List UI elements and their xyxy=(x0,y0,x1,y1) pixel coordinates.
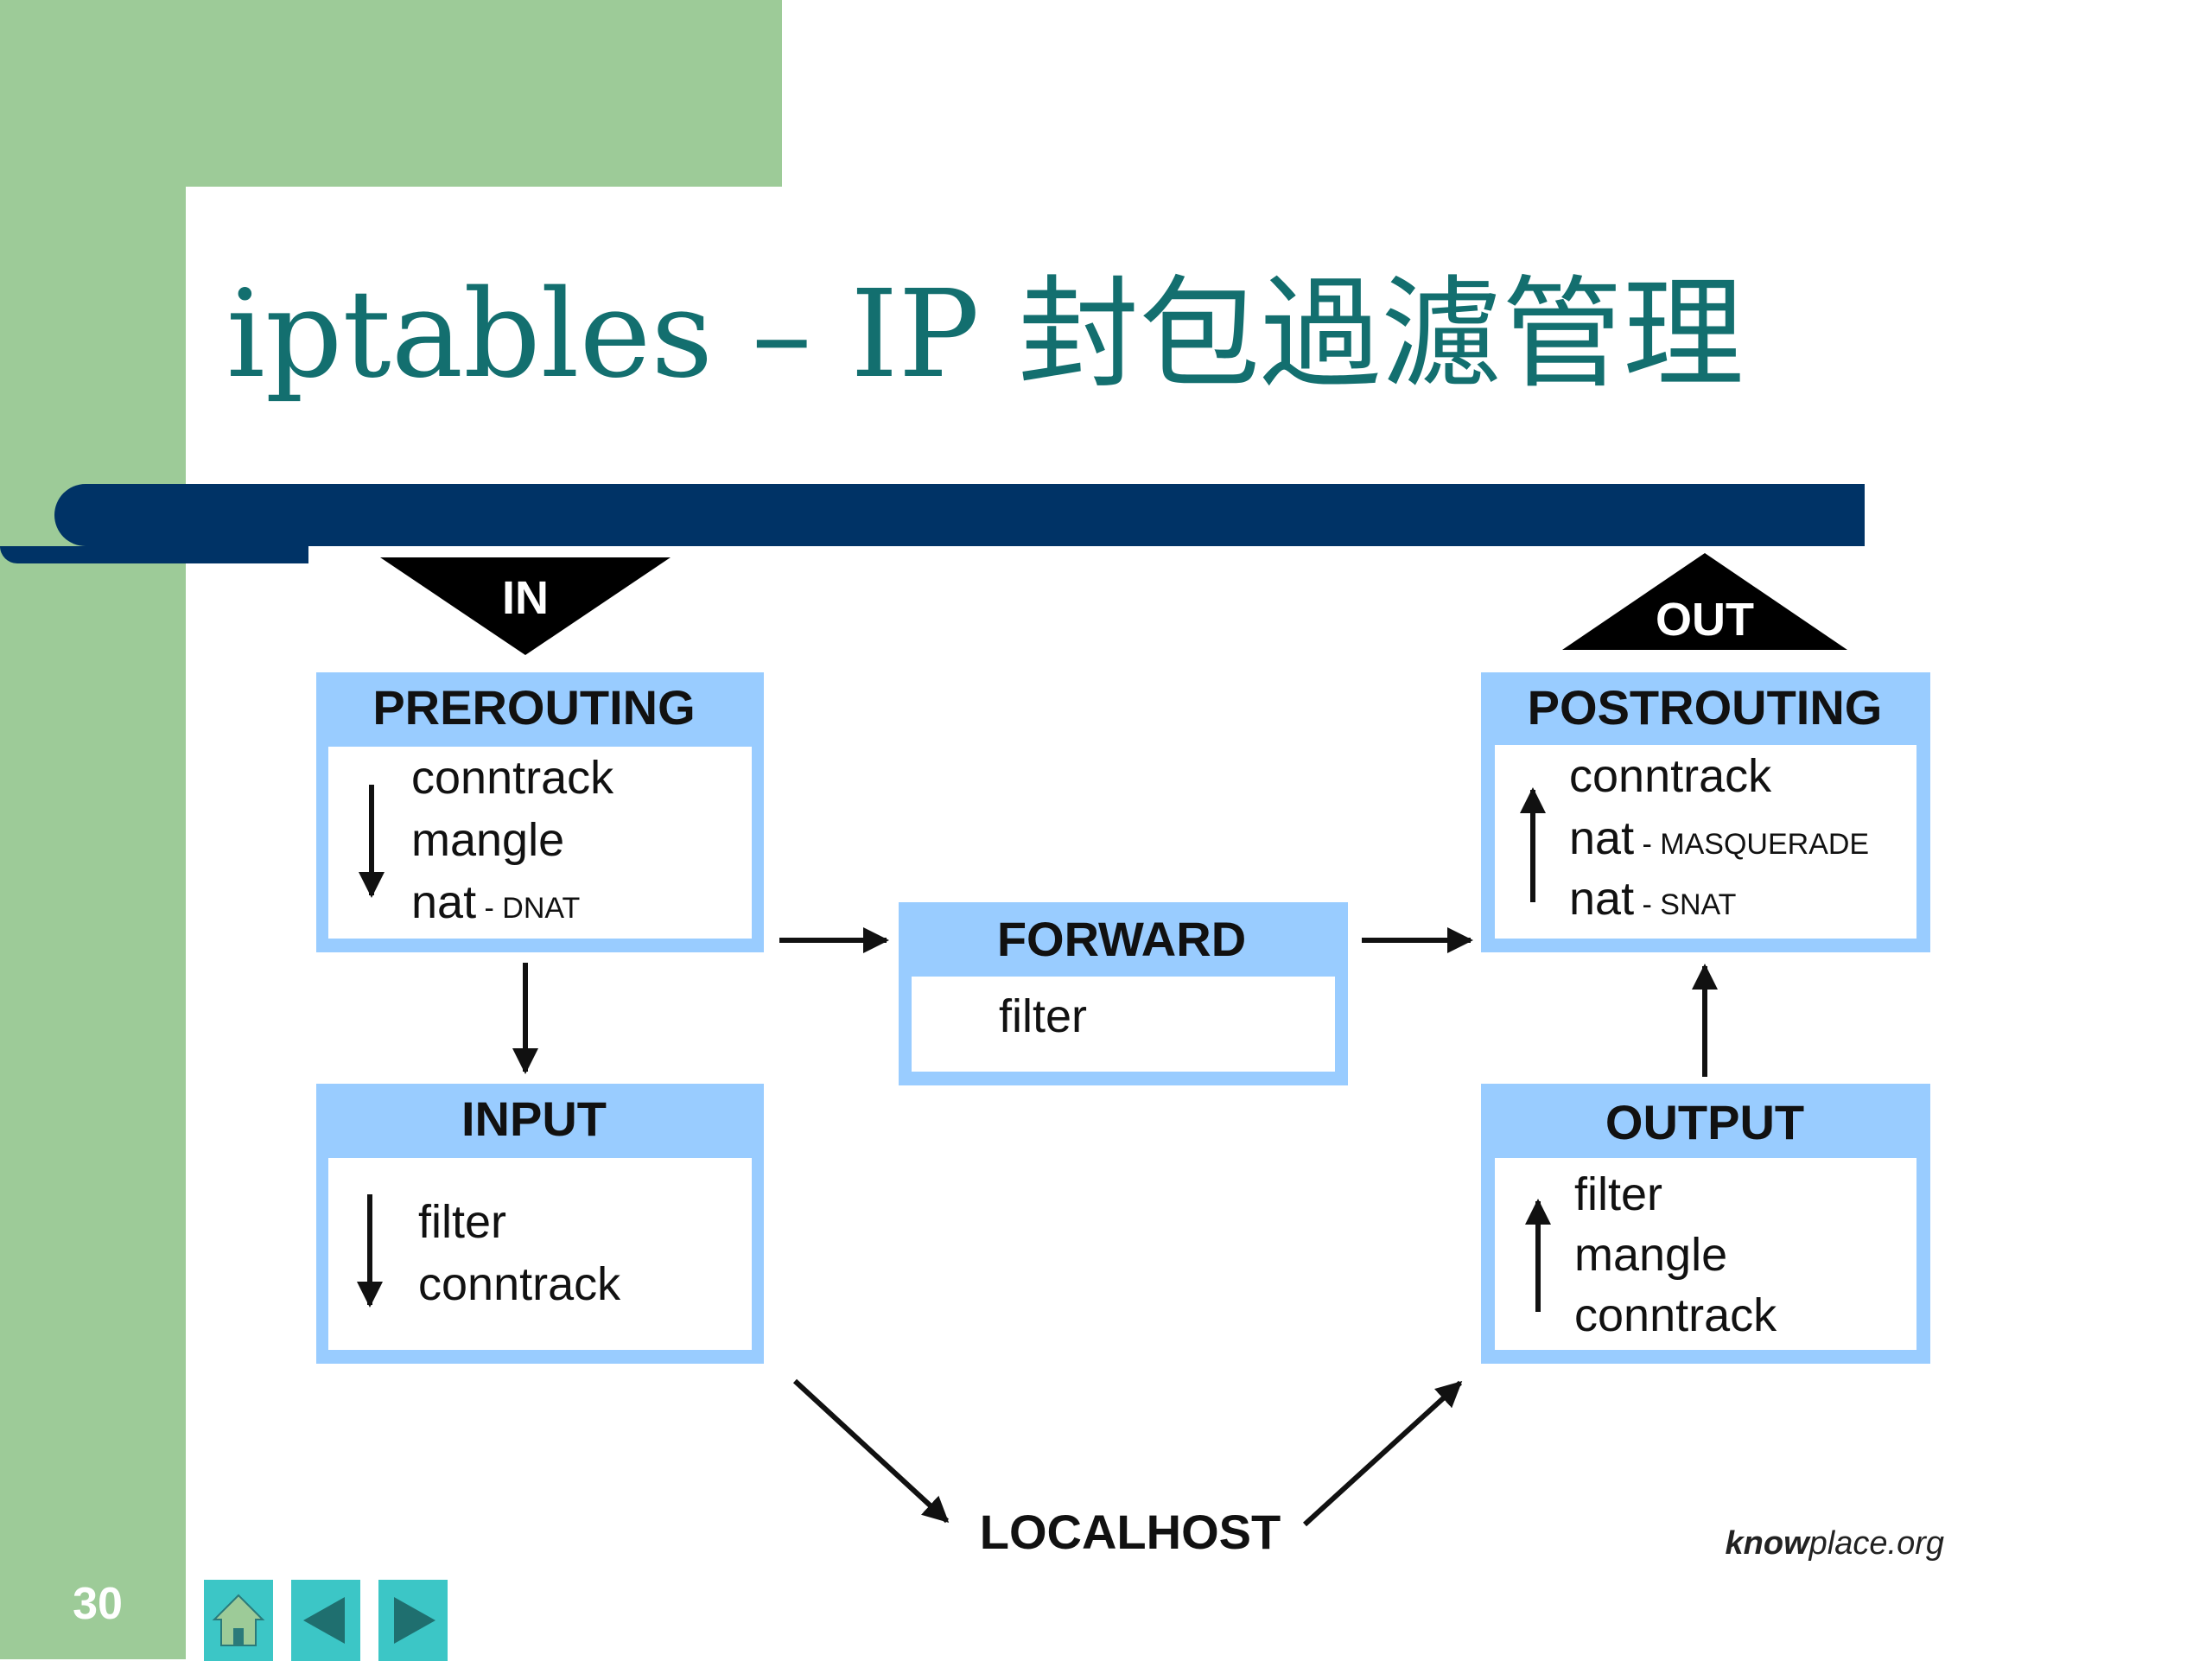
output-title: OUTPUT xyxy=(1605,1095,1804,1149)
postrouting-title: POSTROUTING xyxy=(1528,680,1883,735)
prerouting-box: PREROUTING conntrack mangle nat - DNAT xyxy=(316,672,764,952)
localhost-label: LOCALHOST xyxy=(980,1505,1281,1559)
postrouting-item: nat xyxy=(1569,812,1634,864)
out-label: OUT xyxy=(1656,594,1754,646)
prerouting-item: nat xyxy=(411,876,476,928)
output-item: conntrack xyxy=(1574,1289,1777,1341)
arrow-left-icon xyxy=(303,1597,345,1644)
title-rule-tail xyxy=(0,546,308,563)
forward-box: FORWARD filter xyxy=(899,902,1348,1085)
home-icon xyxy=(212,1594,265,1646)
in-triangle: IN xyxy=(380,557,671,655)
postrouting-nat-line: nat - SNAT xyxy=(1569,873,1736,925)
arrow-localhost-to-output xyxy=(1302,1380,1463,1527)
prerouting-item: mangle xyxy=(411,814,564,866)
output-item: mangle xyxy=(1574,1229,1727,1281)
green-background-left xyxy=(0,0,186,1659)
in-label: IN xyxy=(502,572,549,624)
postrouting-nat-line: nat - MASQUERADE xyxy=(1569,812,1869,864)
prerouting-item: conntrack xyxy=(411,752,614,804)
postrouting-item: nat xyxy=(1569,873,1634,925)
title-rule xyxy=(54,484,1865,546)
forward-title: FORWARD xyxy=(997,912,1246,966)
input-title: INPUT xyxy=(461,1091,607,1146)
input-item: filter xyxy=(418,1196,506,1248)
input-item: conntrack xyxy=(418,1258,621,1310)
next-slide-button[interactable] xyxy=(378,1580,448,1661)
forward-item: filter xyxy=(999,990,1087,1042)
prerouting-nat-line: nat - DNAT xyxy=(411,876,580,928)
slide-title: iptables – IP 封包過濾管理 xyxy=(226,264,1745,405)
credit-rest: place.org xyxy=(1808,1525,1944,1562)
input-box: INPUT filter conntrack xyxy=(316,1084,764,1364)
page-number: 30 xyxy=(73,1579,123,1629)
credit-text: knowplace.org xyxy=(1726,1525,1944,1562)
previous-slide-button[interactable] xyxy=(291,1580,360,1661)
arrow-right-icon xyxy=(394,1597,435,1644)
postrouting-item: conntrack xyxy=(1569,750,1772,802)
output-box: OUTPUT filter mangle conntrack xyxy=(1481,1084,1930,1364)
credit-bold: know xyxy=(1726,1525,1812,1562)
out-triangle: OUT xyxy=(1562,553,1847,650)
postrouting-box: POSTROUTING conntrack nat - MASQUERADE n… xyxy=(1481,672,1930,952)
arrow-input-to-localhost xyxy=(792,1378,950,1524)
prerouting-title: PREROUTING xyxy=(372,680,695,735)
postrouting-nat-target: - MASQUERADE xyxy=(1634,828,1869,861)
prerouting-nat-target: - DNAT xyxy=(476,892,580,925)
output-item: filter xyxy=(1574,1168,1662,1220)
home-button[interactable] xyxy=(204,1580,273,1661)
postrouting-nat-target: - SNAT xyxy=(1634,888,1736,921)
